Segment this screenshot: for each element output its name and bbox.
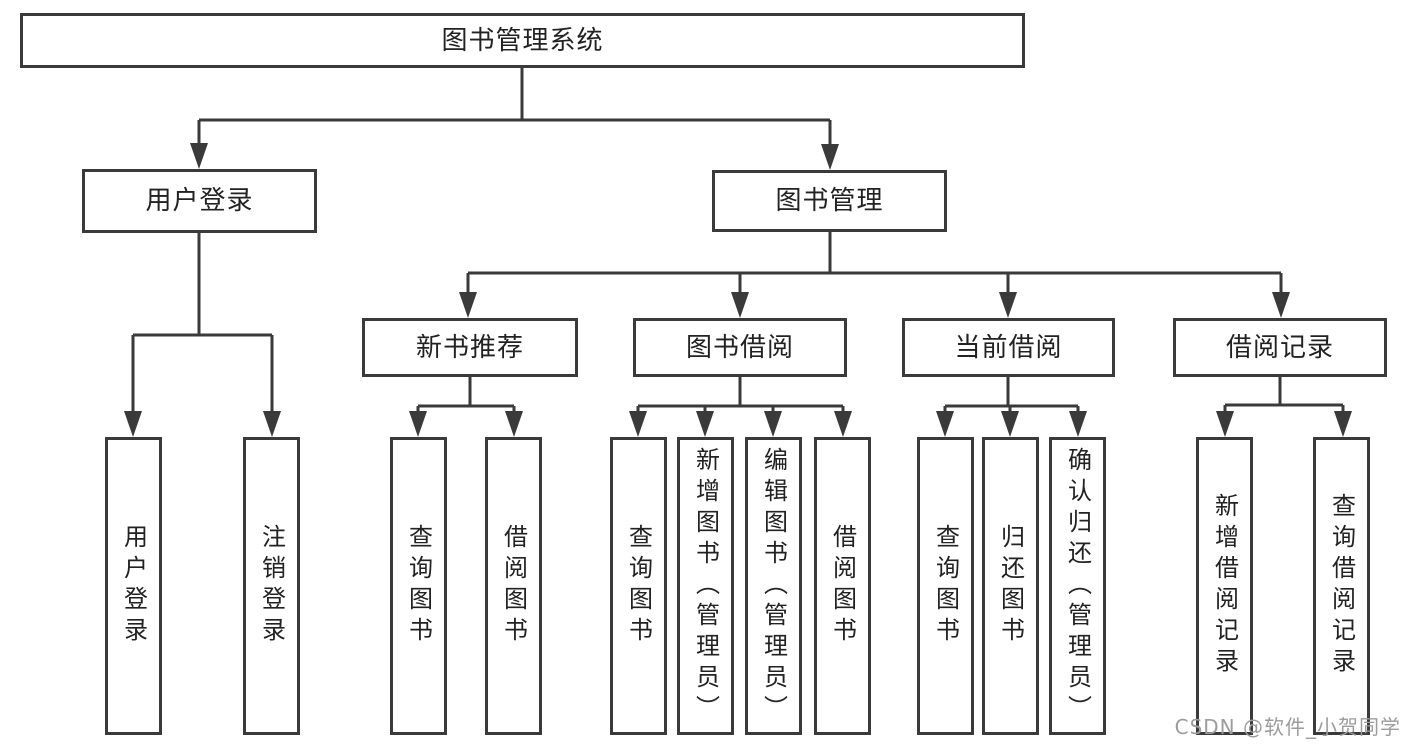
- node-label: 用户登录: [145, 186, 254, 216]
- node-label: 图书管理系统: [441, 25, 604, 56]
- node-leaf-return-book: 归还图书: [982, 437, 1039, 735]
- node-book-borrow: 图书借阅: [633, 318, 847, 377]
- node-leaf-borrow-books-recommend: 借阅图书: [485, 437, 542, 735]
- node-root: 图书管理系统: [20, 13, 1025, 68]
- node-label: 借阅图书: [828, 524, 857, 648]
- node-leaf-logout: 注销登录: [243, 437, 300, 735]
- node-leaf-query-books-borrow: 查询图书: [610, 437, 667, 735]
- node-label: 编辑图书（管理员）: [759, 446, 788, 726]
- node-borrow-records: 借阅记录: [1173, 318, 1387, 377]
- node-leaf-edit-book-admin: 编辑图书（管理员）: [745, 437, 802, 735]
- node-label: 确认归还（管理员）: [1063, 446, 1092, 726]
- node-label: 查询借阅记录: [1327, 493, 1356, 679]
- node-label: 图书管理: [775, 186, 884, 216]
- node-label: 当前借阅: [954, 332, 1063, 363]
- node-leaf-borrow-books: 借阅图书: [814, 437, 871, 735]
- node-label: 查询图书: [404, 524, 433, 648]
- node-label: 查询图书: [624, 524, 653, 648]
- node-label: 归还图书: [996, 524, 1025, 648]
- node-leaf-query-books-current: 查询图书: [917, 437, 974, 735]
- node-label: 借阅图书: [499, 524, 528, 648]
- node-current-borrow: 当前借阅: [902, 318, 1115, 377]
- node-leaf-query-books-recommend: 查询图书: [390, 437, 447, 735]
- node-leaf-confirm-return-admin: 确认归还（管理员）: [1049, 437, 1106, 735]
- node-label: 新增借阅记录: [1210, 493, 1239, 679]
- node-label: 新增图书（管理员）: [691, 446, 720, 726]
- node-user-login: 用户登录: [82, 169, 317, 233]
- node-label: 借阅记录: [1225, 332, 1334, 363]
- csdn-watermark: CSDN @软件_小贺同学: [1174, 715, 1401, 739]
- node-book-management: 图书管理: [712, 170, 947, 232]
- node-leaf-add-borrow-record: 新增借阅记录: [1196, 437, 1253, 735]
- node-label: 注销登录: [257, 524, 286, 648]
- node-new-book-recommend: 新书推荐: [362, 318, 578, 377]
- node-label: 新书推荐: [415, 332, 524, 363]
- node-leaf-query-borrow-record: 查询借阅记录: [1313, 437, 1370, 735]
- node-leaf-add-book-admin: 新增图书（管理员）: [677, 437, 734, 735]
- node-label: 图书借阅: [685, 332, 794, 363]
- node-leaf-user-login: 用户登录: [105, 437, 162, 735]
- node-label: 查询图书: [931, 524, 960, 648]
- node-label: 用户登录: [119, 524, 148, 648]
